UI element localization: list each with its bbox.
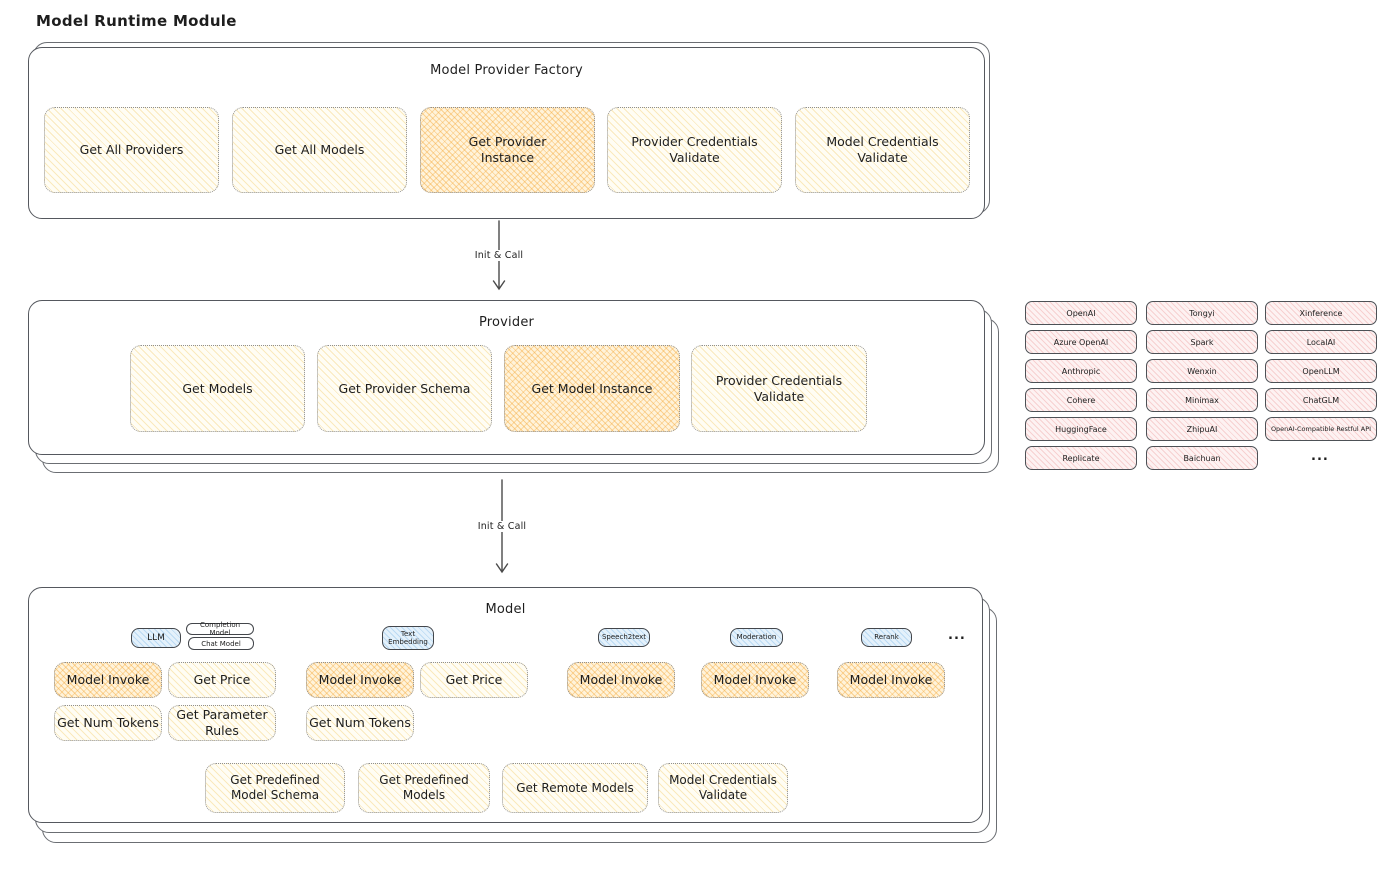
text-embedding-get-num-tokens: Get Num Tokens [306, 705, 414, 741]
speech2text-model-invoke: Model Invoke [567, 662, 675, 698]
text-embedding-get-price: Get Price [420, 662, 528, 698]
provider-box-get-models: Get Models [130, 345, 305, 432]
provider-title: Provider [478, 315, 535, 330]
factory-box-model-credentials-validate: Model Credentials Validate [795, 107, 970, 193]
arrow1-label: Init & Call [462, 250, 536, 261]
tab-completion-model: Completion Model [186, 621, 254, 637]
tab-moderation: Moderation [730, 628, 783, 647]
model-tabs-more-ellipsis: ... [948, 628, 966, 643]
rerank-model-invoke: Model Invoke [837, 662, 945, 698]
provider-tag-tongyi: Tongyi [1146, 301, 1258, 325]
tab-chat-model: Chat Model [188, 637, 254, 650]
model-box-get-remote-models: Get Remote Models [502, 763, 648, 813]
tab-llm: LLM [131, 628, 181, 648]
provider-box-get-model-instance: Get Model Instance [504, 345, 680, 432]
page-title: Model Runtime Module [36, 12, 237, 30]
factory-box-get-all-providers: Get All Providers [44, 107, 219, 193]
factory-box-get-provider-instance: Get Provider Instance [420, 107, 595, 193]
provider-tag-spark: Spark [1146, 330, 1258, 354]
provider-box-provider-credentials-validate: Provider Credentials Validate [691, 345, 867, 432]
model-title: Model [485, 602, 526, 617]
provider-tag-openai: OpenAI [1025, 301, 1137, 325]
provider-box-get-provider-schema: Get Provider Schema [317, 345, 492, 432]
provider-tag-chatglm: ChatGLM [1265, 388, 1377, 412]
moderation-model-invoke: Model Invoke [701, 662, 809, 698]
arrow2-label: Init & Call [465, 521, 539, 532]
provider-tag-localai: LocalAI [1265, 330, 1377, 354]
provider-list-more-ellipsis: ... [1311, 449, 1329, 464]
provider-tag-zhipuai: ZhipuAI [1146, 417, 1258, 441]
factory-box-get-all-models: Get All Models [232, 107, 407, 193]
provider-tag-openai-compatible-restful-api: OpenAI-Compatible Restful API [1265, 417, 1377, 441]
model-box-get-predefined-model-schema: Get Predefined Model Schema [205, 763, 345, 813]
factory-box-provider-credentials-validate: Provider Credentials Validate [607, 107, 782, 193]
tab-text-embedding: Text Embedding [382, 626, 434, 650]
model-box-model-credentials-validate: Model Credentials Validate [658, 763, 788, 813]
provider-tag-xinference: Xinference [1265, 301, 1377, 325]
provider-tag-baichuan: Baichuan [1146, 446, 1258, 470]
text-embedding-model-invoke: Model Invoke [306, 662, 414, 698]
provider-tag-wenxin: Wenxin [1146, 359, 1258, 383]
tab-speech2text: Speech2text [598, 628, 650, 647]
model-box-get-predefined-models: Get Predefined Models [358, 763, 490, 813]
provider-tag-anthropic: Anthropic [1025, 359, 1137, 383]
provider-tag-cohere: Cohere [1025, 388, 1137, 412]
llm-model-invoke: Model Invoke [54, 662, 162, 698]
llm-get-parameter-rules: Get Parameter Rules [168, 705, 276, 741]
provider-tag-minimax: Minimax [1146, 388, 1258, 412]
provider-tag-replicate: Replicate [1025, 446, 1137, 470]
llm-get-price: Get Price [168, 662, 276, 698]
provider-tag-huggingface: HuggingFace [1025, 417, 1137, 441]
provider-tag-openllm: OpenLLM [1265, 359, 1377, 383]
tab-rerank: Rerank [861, 628, 912, 647]
provider-tag-azure-openai: Azure OpenAI [1025, 330, 1137, 354]
llm-get-num-tokens: Get Num Tokens [54, 705, 162, 741]
factory-title: Model Provider Factory [430, 63, 583, 78]
